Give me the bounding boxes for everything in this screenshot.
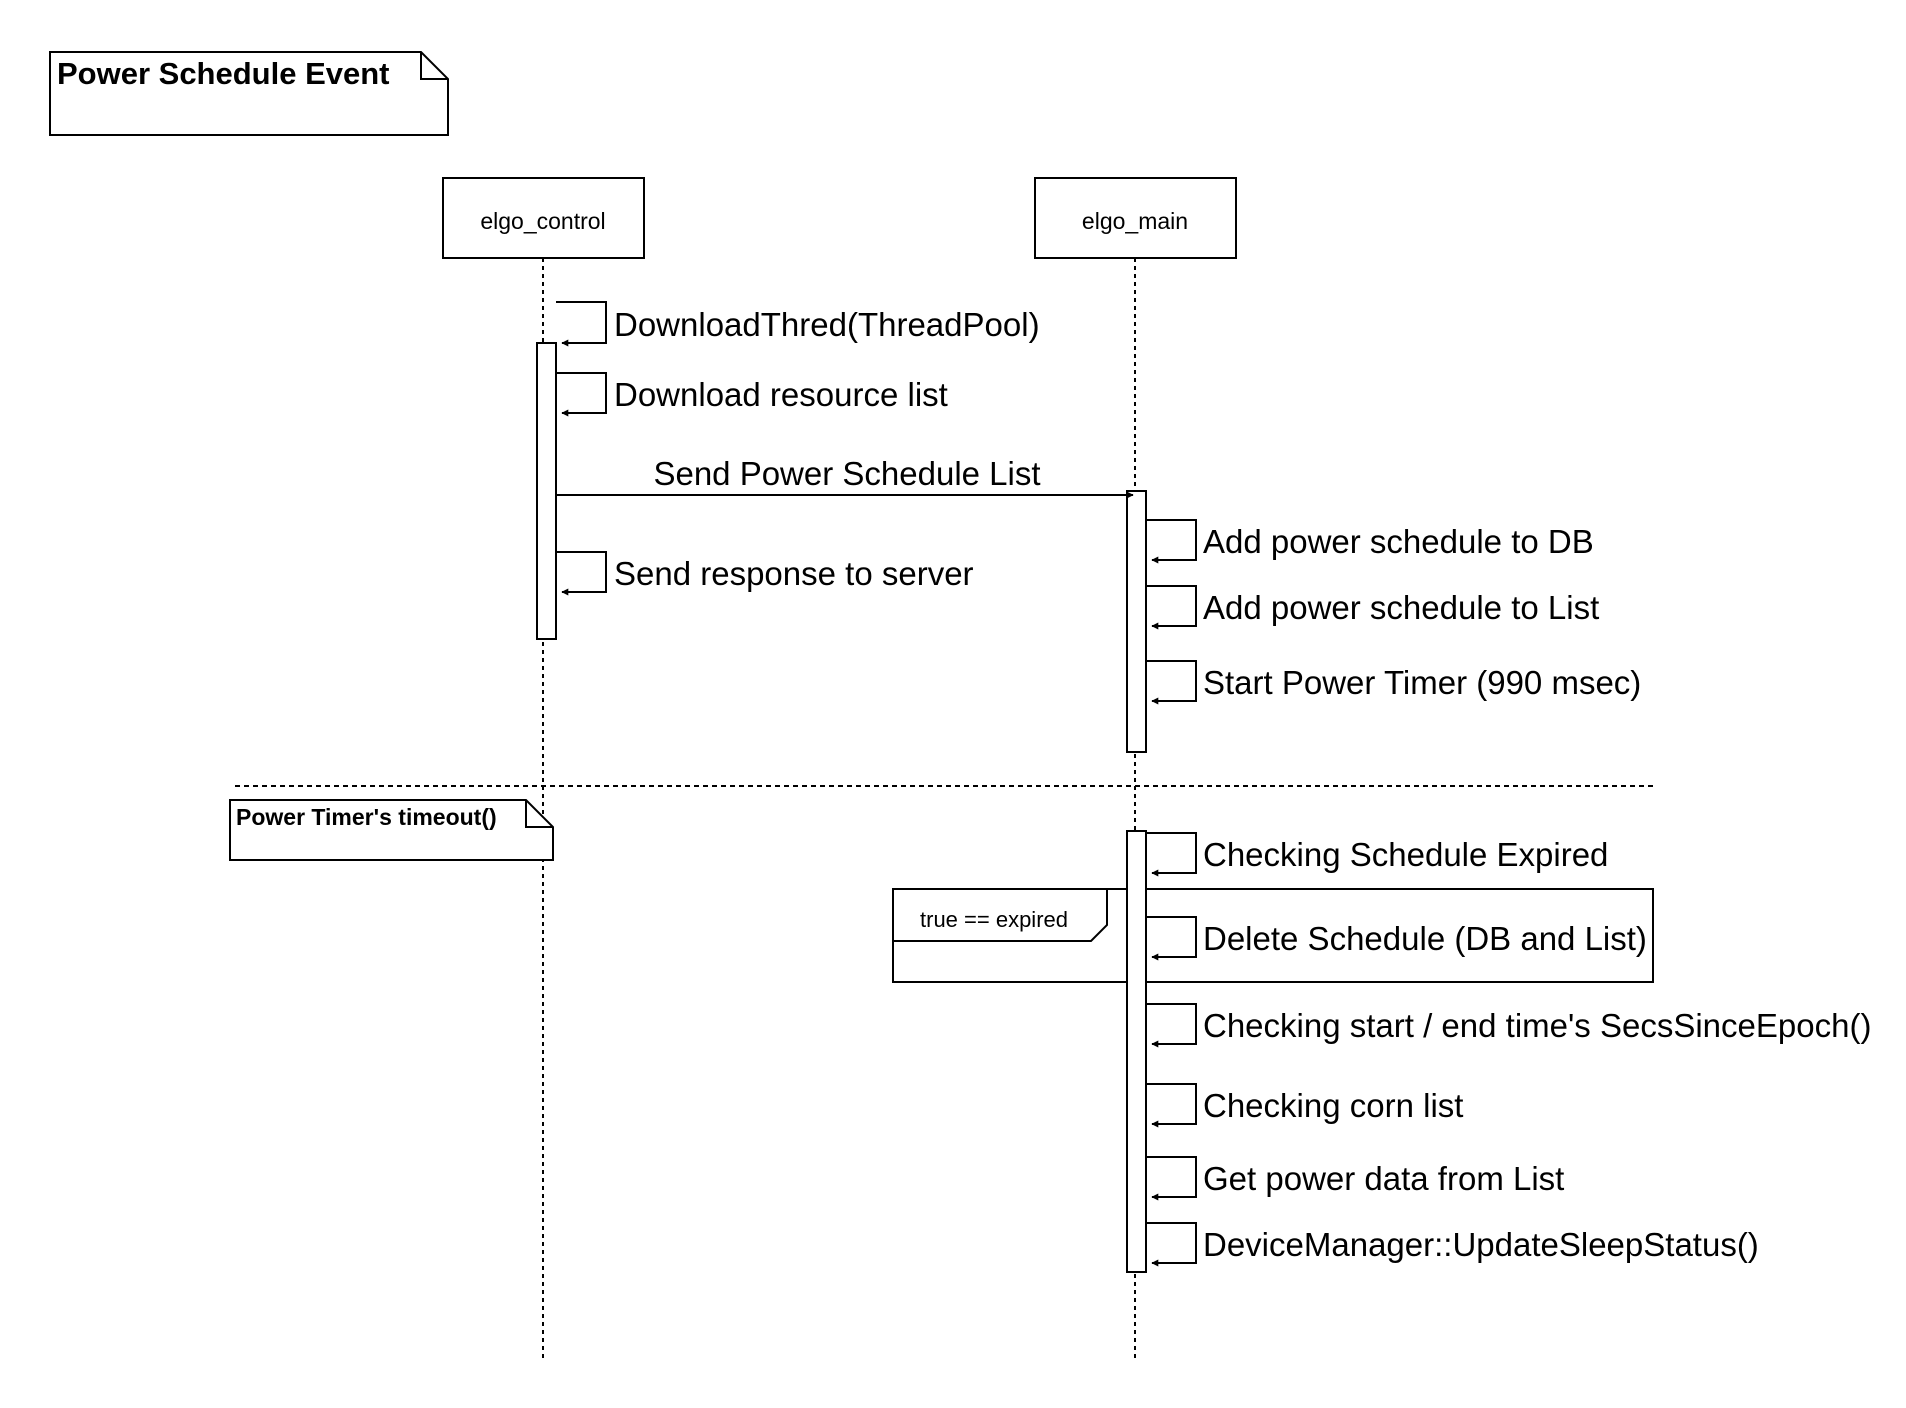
self-message-send-response: Send response to server [556, 551, 974, 596]
message-label-send-response: Send response to server [614, 555, 974, 592]
self-message-update-sleep-status: DeviceManager::UpdateSleepStatus() [1146, 1222, 1759, 1267]
message-label-download-thread: DownloadThred(ThreadPool) [614, 306, 1040, 343]
timeout-note-label: Power Timer's timeout() [236, 804, 497, 830]
diagram-title: Power Schedule Event [57, 56, 390, 91]
message-label-download-resource-list: Download resource list [614, 376, 948, 413]
message-label-start-power-timer: Start Power Timer (990 msec) [1203, 664, 1641, 701]
self-message-delete-schedule: Delete Schedule (DB and List) [1146, 916, 1647, 961]
activation-control [536, 342, 557, 640]
alt-frame-guard: true == expired [920, 907, 1068, 932]
message-label-add-to-db: Add power schedule to DB [1203, 523, 1594, 560]
self-message-download-thread: DownloadThred(ThreadPool) [556, 301, 1040, 347]
message-label-send-power-schedule-list: Send Power Schedule List [653, 455, 1040, 492]
self-message-download-resource-list: Download resource list [556, 372, 948, 417]
self-message-checking-secs-since-epoch: Checking start / end time's SecsSinceEpo… [1146, 1003, 1871, 1048]
self-message-get-power-data: Get power data from List [1146, 1156, 1564, 1201]
activation-main-2 [1126, 830, 1147, 1273]
self-message-add-to-list: Add power schedule to List [1146, 585, 1599, 630]
self-message-checking-schedule-expired: Checking Schedule Expired [1146, 832, 1608, 877]
self-message-add-to-db: Add power schedule to DB [1146, 519, 1594, 564]
message-label-checking-corn-list: Checking corn list [1203, 1087, 1463, 1124]
message-label-update-sleep-status: DeviceManager::UpdateSleepStatus() [1203, 1226, 1759, 1263]
participant-label-control: elgo_control [480, 208, 605, 234]
message-send-power-schedule-list: Send Power Schedule List [556, 455, 1134, 499]
message-label-add-to-list: Add power schedule to List [1203, 589, 1599, 626]
self-message-checking-corn-list: Checking corn list [1146, 1083, 1463, 1128]
message-label-checking-schedule-expired: Checking Schedule Expired [1203, 836, 1608, 873]
participant-elgo-main: elgo_main [1034, 177, 1237, 259]
message-label-get-power-data: Get power data from List [1203, 1160, 1564, 1197]
activation-main-1 [1126, 490, 1147, 753]
timeout-note: Power Timer's timeout() [229, 799, 554, 861]
message-label-checking-secs-since-epoch: Checking start / end time's SecsSinceEpo… [1203, 1007, 1871, 1044]
self-message-start-power-timer: Start Power Timer (990 msec) [1146, 660, 1641, 705]
message-label-delete-schedule: Delete Schedule (DB and List) [1203, 920, 1647, 957]
alt-frame: true == expired [892, 888, 1654, 983]
title-note: Power Schedule Event [49, 51, 449, 136]
participant-elgo-control: elgo_control [442, 177, 645, 259]
participant-label-main: elgo_main [1082, 208, 1188, 234]
